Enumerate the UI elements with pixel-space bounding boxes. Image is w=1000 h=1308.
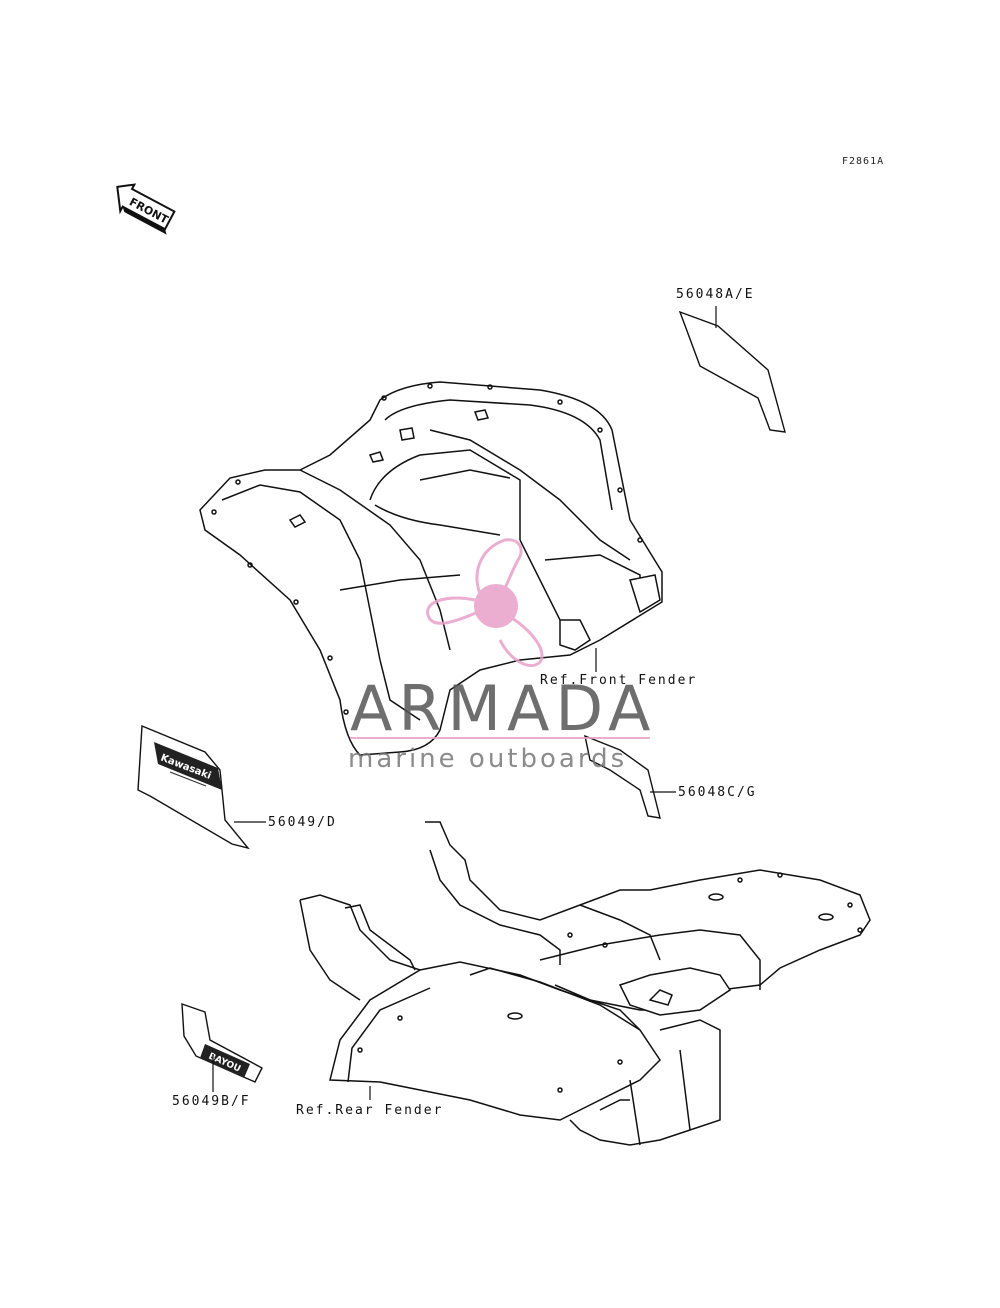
decal-56048cg bbox=[584, 734, 661, 819]
callout-56049d: 56049/D bbox=[268, 815, 337, 830]
watermark-title: ARMADA bbox=[350, 672, 657, 745]
front-arrow-icon: FRONT bbox=[116, 183, 176, 235]
diagram-code: F2861A bbox=[842, 156, 885, 167]
decal-56049d: Kawasaki bbox=[137, 724, 250, 850]
callout-56048ae: 56048A/E bbox=[676, 287, 755, 302]
watermark-propeller-icon bbox=[426, 538, 544, 668]
rear-fender bbox=[299, 821, 871, 1146]
decal-56048ae bbox=[678, 310, 786, 433]
callout-ref-rear-fender: Ref.Rear Fender bbox=[296, 1103, 444, 1118]
front-fender bbox=[199, 381, 663, 756]
watermark-subtitle: marine outboards bbox=[348, 744, 628, 774]
callout-56048cg: 56048C/G bbox=[678, 785, 757, 800]
callout-ref-front-fender: Ref.Front Fender bbox=[540, 673, 698, 688]
decal-56049bf: BAYOU bbox=[181, 1002, 263, 1083]
callout-56049bf: 56049B/F bbox=[172, 1094, 251, 1109]
